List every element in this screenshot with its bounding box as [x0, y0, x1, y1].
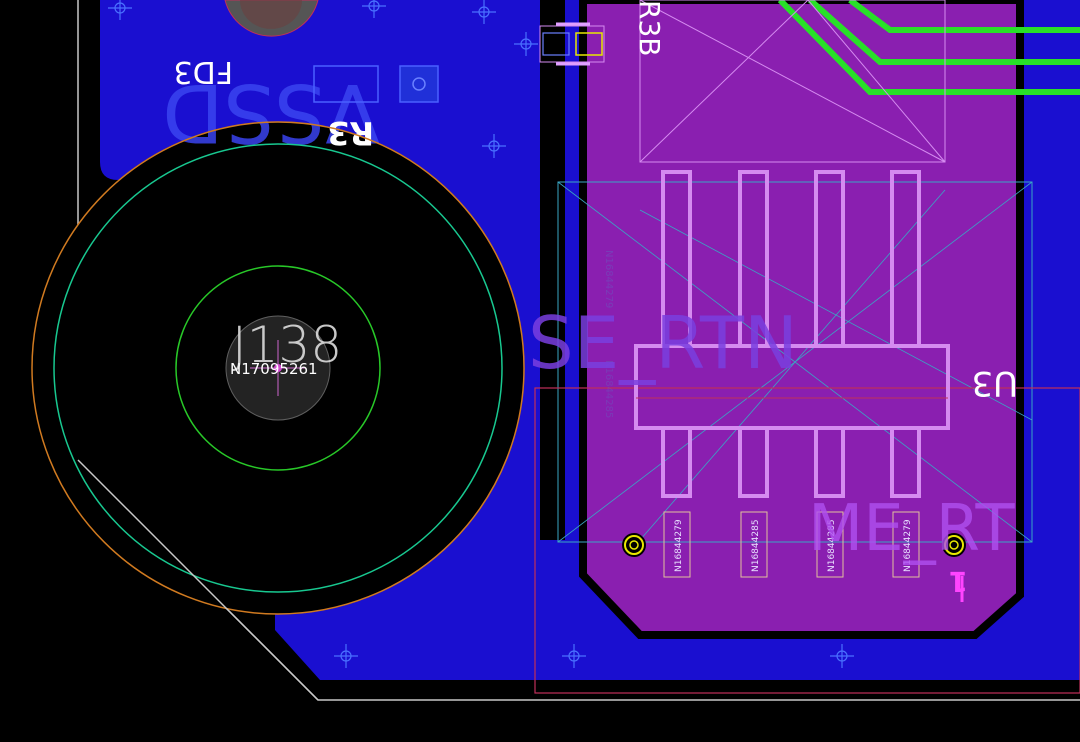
pad-ring — [175, 265, 381, 471]
mounting-hole-ref: J138 — [232, 316, 342, 374]
silk-pin1-marker: 1 — [949, 565, 968, 598]
mounting-hole-net: N17095261 — [230, 360, 318, 378]
courtyard-ring — [53, 143, 503, 593]
net-label-me-rtn: ME_RT — [808, 492, 1015, 566]
ghost-net-text-2: N16844285 — [603, 360, 614, 418]
pad-net-label-1: N16844279 — [674, 519, 684, 572]
pad-net-label-2: N16844285 — [751, 519, 761, 572]
pad-net-label-3: N16844285 — [827, 519, 837, 572]
origin-markers — [108, 0, 854, 668]
u3-silkscreen — [634, 170, 950, 498]
silk-label-fd3: FD3 — [174, 54, 233, 89]
mounting-hole-j138[interactable] — [31, 121, 525, 615]
u3-copper-region — [579, 0, 1024, 639]
trace-group-top-right — [777, 0, 1080, 95]
r3b-pad — [575, 32, 603, 56]
pad-net-label-4: N16844279 — [903, 519, 913, 572]
board-outline-chamfer — [77, 459, 319, 701]
ghost-net-text-1: N16844279 — [603, 250, 614, 308]
pad-small-rect — [313, 65, 379, 103]
via-group — [622, 533, 966, 557]
pour-clearance — [540, 0, 565, 540]
pad-small-square — [399, 65, 439, 103]
keepout-ring — [31, 121, 525, 615]
small-trace-stub — [1035, 37, 1080, 47]
fab-outline-red — [534, 387, 1080, 694]
silk-label-u3: U3 — [971, 363, 1018, 403]
silk-label-r3b: R3B — [633, 0, 666, 56]
u3-courtyard — [557, 181, 1033, 543]
net-label-se-rtn: SE_RTN — [528, 301, 798, 385]
r3b-pad-outline — [539, 25, 605, 63]
r3b-fab-outline — [639, 0, 946, 163]
